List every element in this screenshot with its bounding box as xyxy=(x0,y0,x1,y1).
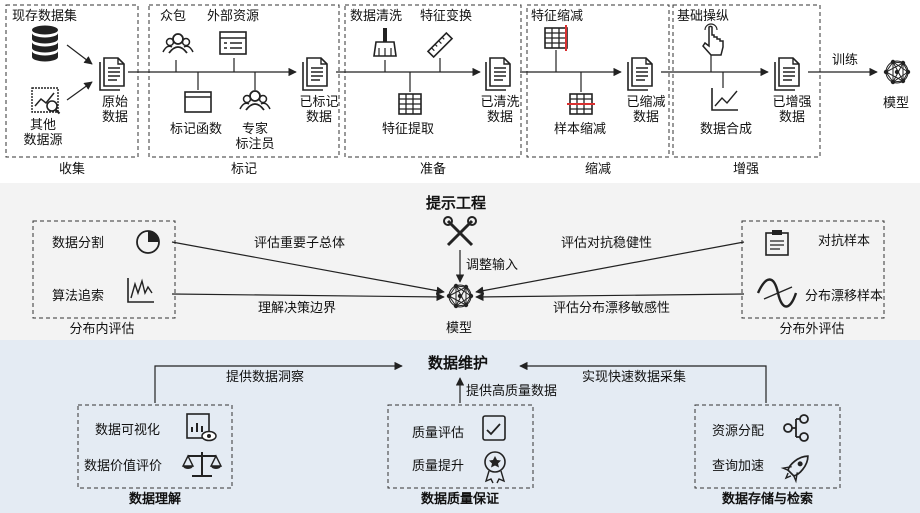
label-func-label: 标记函数 xyxy=(170,122,223,137)
labeled-data-label: 已标记数据 xyxy=(299,95,339,125)
eval-model-label: 模型 xyxy=(446,321,473,336)
robust-arrow-label: 评估对抗稳健性 xyxy=(561,236,653,251)
labeled-data-doc-icon xyxy=(302,57,328,91)
maintenance-title: 数据维护 xyxy=(428,354,489,372)
synth-label: 数据合成 xyxy=(700,122,753,137)
transform-label: 特征变换 xyxy=(420,9,473,24)
pipeline-model-icon xyxy=(883,59,911,85)
line-chart-icon xyxy=(711,88,738,111)
recourse-chart-icon xyxy=(127,278,154,303)
award-icon xyxy=(484,451,506,484)
visualization-eye-icon xyxy=(186,413,217,442)
drift-label: 分布漂移样本 xyxy=(805,289,884,304)
accel-label: 查询加速 xyxy=(712,459,765,474)
clean-label: 数据清洗 xyxy=(350,9,403,24)
quality-assess-icon xyxy=(482,415,506,441)
alloc-label: 资源分配 xyxy=(712,424,765,439)
prompt-engineering-title: 提示工程 xyxy=(426,194,487,212)
in-dist-box xyxy=(32,220,176,319)
stage-collect-label: 收集 xyxy=(58,162,85,177)
reduced-data-doc-icon xyxy=(627,57,653,91)
pie-icon xyxy=(136,230,160,254)
drift-arrow-label: 评估分布漂移敏感性 xyxy=(553,301,671,316)
ruler-icon xyxy=(426,31,454,59)
database-icon xyxy=(32,25,58,62)
sample-reduce-label: 样本缩减 xyxy=(554,122,607,137)
cleaned-data-doc-icon xyxy=(485,57,511,91)
reduce-box xyxy=(526,4,670,158)
other-source-label: 其他数据源 xyxy=(23,118,63,148)
evaluation-group xyxy=(32,216,885,319)
expert-icon xyxy=(239,90,271,111)
sample-reduce-icon xyxy=(567,93,595,115)
valuation-label: 数据价值评价 xyxy=(84,459,163,474)
raw-data-label: 原始数据 xyxy=(101,95,128,125)
eval-model-icon xyxy=(446,283,474,309)
extract-label: 特征提取 xyxy=(382,122,435,137)
maintenance-band xyxy=(0,340,920,513)
manip-label: 基础操纵 xyxy=(677,9,730,24)
hq-arrow-label: 提供高质量数据 xyxy=(466,384,558,399)
understanding-box xyxy=(77,404,233,489)
storage-box xyxy=(694,404,841,489)
expert-label: 专家标注员 xyxy=(235,122,275,152)
drift-wave-icon xyxy=(756,278,798,308)
resource-branch-icon xyxy=(783,414,809,442)
feature-table-icon xyxy=(398,93,422,115)
crowd-icon xyxy=(162,33,194,54)
out-dist-box xyxy=(741,220,885,319)
stage-label-label: 标记 xyxy=(230,162,257,177)
stage-prepare-label: 准备 xyxy=(419,162,446,177)
reduced-data-label: 已缩减数据 xyxy=(626,95,666,125)
quality-box xyxy=(387,404,534,489)
raw-data-doc-icon xyxy=(99,57,125,91)
list-icon xyxy=(219,31,247,55)
understanding-title: 数据理解 xyxy=(128,492,181,507)
pipeline-band xyxy=(0,0,920,183)
crowd-label: 众包 xyxy=(160,9,187,24)
rocket-icon xyxy=(780,455,809,484)
existing-dataset-label: 现存数据集 xyxy=(12,9,78,24)
improve-label: 质量提升 xyxy=(412,459,465,474)
augmented-data-label: 已增强数据 xyxy=(772,95,812,125)
slicing-label: 数据分割 xyxy=(52,236,105,251)
augment-box xyxy=(672,4,821,158)
pipeline-model-label: 模型 xyxy=(883,96,910,111)
collect-box xyxy=(5,4,139,158)
boundary-arrow-label: 理解决策边界 xyxy=(258,301,337,316)
chart-search-icon xyxy=(31,87,61,115)
subpop-arrow-label: 评估重要子总体 xyxy=(254,236,346,251)
stage-augment-label: 增强 xyxy=(732,162,759,177)
assess-label: 质量评估 xyxy=(412,426,465,441)
augmented-data-doc-icon xyxy=(774,57,800,91)
feature-reduce-icon xyxy=(544,25,568,51)
stage-reduce-label: 缩减 xyxy=(584,162,611,177)
viz-label: 数据可视化 xyxy=(95,423,161,438)
prepare-box xyxy=(344,4,522,158)
storage-title: 数据存储与检索 xyxy=(721,492,813,507)
tools-icon xyxy=(443,216,477,247)
maintenance-group xyxy=(77,361,841,489)
adversarial-clipboard-icon xyxy=(765,230,789,256)
recourse-label: 算法追索 xyxy=(52,289,105,304)
feature-reduce-label: 特征缩减 xyxy=(531,9,584,24)
insight-arrow-label: 提供数据洞察 xyxy=(226,370,305,385)
scale-icon xyxy=(181,452,223,477)
fast-arrow-label: 实现快速数据采集 xyxy=(582,370,687,385)
window-icon xyxy=(184,91,212,113)
cleaned-data-label: 已清洗数据 xyxy=(480,95,520,125)
quality-title: 数据质量保证 xyxy=(420,492,499,507)
broom-icon xyxy=(373,28,397,57)
external-label: 外部资源 xyxy=(207,9,260,24)
in-dist-title: 分布内评估 xyxy=(69,322,135,337)
out-dist-title: 分布外评估 xyxy=(779,322,845,337)
pipeline-group xyxy=(5,4,911,158)
adversarial-label: 对抗样本 xyxy=(818,234,871,249)
adjust-input-label: 调整输入 xyxy=(466,258,519,273)
train-label: 训练 xyxy=(832,53,859,68)
hand-pointer-icon xyxy=(702,23,724,56)
label-box xyxy=(148,4,340,158)
